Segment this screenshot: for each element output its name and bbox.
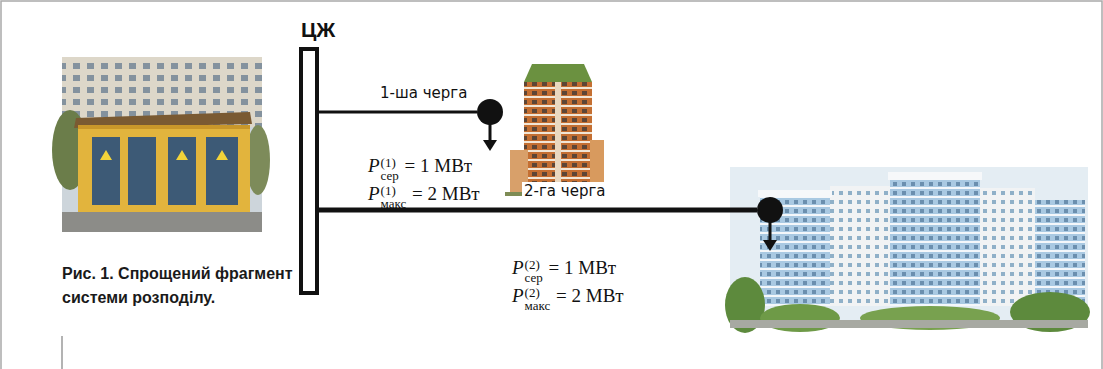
feeder-stroke [319,111,477,114]
apartment-tower [505,64,607,196]
subscript: сер [525,271,543,284]
feeder-label: 2-га черга [522,182,607,200]
subscript: макс [525,299,551,312]
substation-photo [52,57,270,232]
symbol-p: P [368,183,380,204]
value: = 1 МВт [400,155,472,176]
residential-complex [725,167,1090,333]
busbar-label: ЦЖ [301,18,335,42]
value: = 2 МВт [551,285,623,306]
superscript: (2) [525,258,543,271]
subscript: сер [381,169,399,182]
load-power-block: P(1)сер = 1 МВтP(1)макс = 2 МВт [368,152,480,208]
frame-tick [61,336,63,369]
superscript: (1) [381,156,399,169]
feeder-line [319,112,477,113]
load-arrow [483,124,497,151]
symbol-p: P [512,285,524,306]
load-power-block: P(2)сер = 1 МВтP(2)макс = 2 МВт [512,254,624,310]
index-stack: (2)сер [525,258,543,284]
index-stack: (1)сер [381,156,399,182]
load-power: P(1)сер = 1 МВт [368,152,480,180]
superscript: (2) [525,286,551,299]
value: = 2 МВт [407,183,479,204]
subscript: макс [381,197,407,210]
superscript: (1) [381,184,407,197]
load-node: P(1)сер = 1 МВтP(1)макс = 2 МВт [477,99,503,125]
feeder-line [319,210,757,211]
index-stack: (2)макс [525,286,551,312]
load-power: P(2)сер = 1 МВт [512,254,624,282]
load-power: P(1)макс = 2 МВт [368,180,480,208]
feeder-label: 1-ша черга [378,84,469,102]
symbol-p: P [512,257,524,278]
busbar: ЦЖ [299,47,319,295]
symbol-p: P [368,155,380,176]
value: = 1 МВт [544,257,616,278]
load-arrow [763,222,777,251]
load-node: P(2)сер = 1 МВтP(2)макс = 2 МВт [757,197,783,223]
load-power: P(2)макс = 2 МВт [512,282,624,310]
figure-caption: Рис. 1. Спрощений фрагмент системи розпо… [62,262,324,310]
index-stack: (1)макс [381,184,407,210]
